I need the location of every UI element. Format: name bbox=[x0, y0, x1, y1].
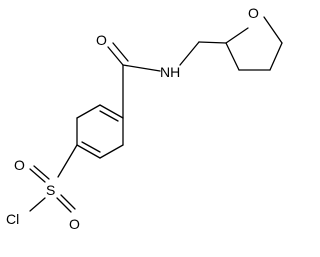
amide-group: O NH bbox=[96, 32, 180, 119]
bond-thf-1 bbox=[225, 27, 249, 44]
bond-s-o-top-1 bbox=[29, 168, 46, 183]
bond-ring-6 bbox=[76, 104, 101, 119]
ring-oxygen-label: O bbox=[248, 5, 259, 21]
carbonyl-oxygen-label: O bbox=[96, 32, 107, 48]
bond-ring-4 bbox=[76, 144, 101, 159]
sulfur-label: S bbox=[46, 182, 55, 198]
bond-s-o-top-2 bbox=[33, 165, 50, 180]
bond-ring-3 bbox=[99, 144, 124, 159]
molecule-drawing: O NH O S O O Cl bbox=[6, 5, 283, 232]
bond-carbonyl-to-n bbox=[122, 64, 161, 72]
bond-s-to-cl bbox=[29, 197, 46, 212]
bond-ring-inner-1 bbox=[99, 110, 119, 122]
tetrahydrofuran-group: O bbox=[179, 5, 283, 71]
bond-thf-5 bbox=[225, 42, 240, 71]
sulfonyl-oxygen-top-label: O bbox=[14, 157, 25, 173]
bond-s-o-bottom-2 bbox=[60, 194, 76, 210]
amide-nitrogen-label: NH bbox=[160, 64, 180, 80]
bond-ring-1 bbox=[99, 104, 124, 119]
bond-thf-3 bbox=[269, 42, 283, 71]
structure-svg: O NH O S O O Cl bbox=[6, 5, 283, 232]
bond-s-o-bottom-1 bbox=[56, 197, 72, 213]
sulfonyl-chloride-group: S O O Cl bbox=[6, 144, 80, 232]
bond-carbonyl-c-o-1 bbox=[107, 46, 124, 66]
chlorine-label: Cl bbox=[6, 211, 19, 227]
bond-ch2-to-ring bbox=[198, 41, 227, 44]
sulfonyl-oxygen-bottom-label: O bbox=[69, 216, 80, 232]
bond-thf-2 bbox=[263, 16, 283, 44]
bond-ring-inner-2 bbox=[81, 141, 101, 153]
bond-ring-to-s bbox=[57, 144, 78, 178]
bond-n-to-ch2 bbox=[179, 41, 200, 66]
benzene-ring bbox=[76, 104, 124, 159]
bond-carbonyl-c-o-2 bbox=[112, 42, 129, 62]
